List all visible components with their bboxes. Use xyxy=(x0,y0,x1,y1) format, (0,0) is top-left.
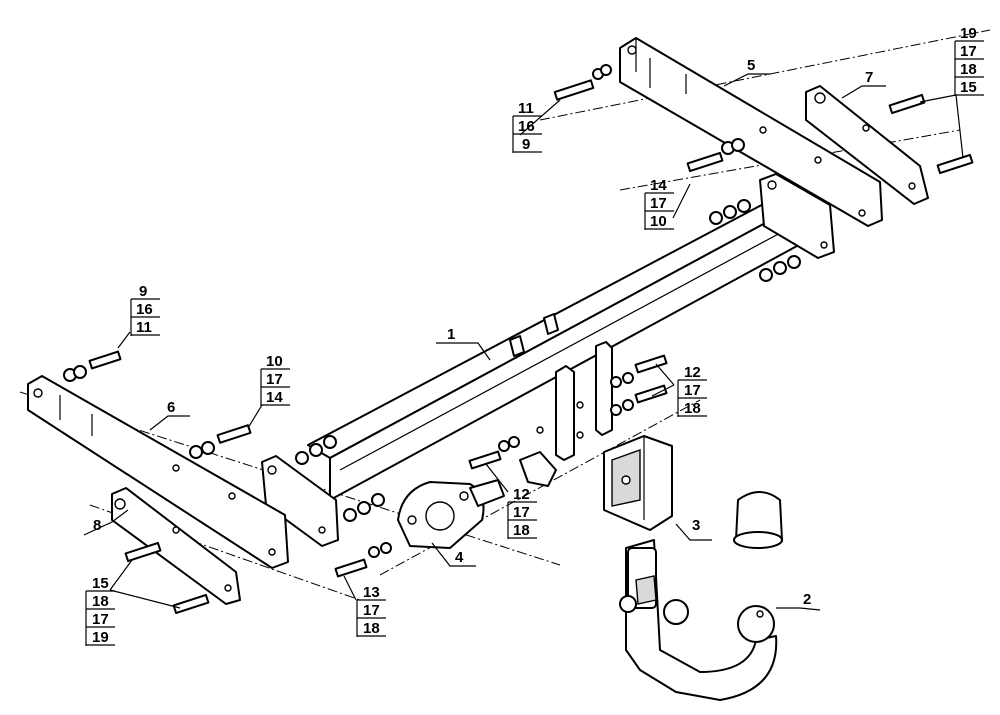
callout-7: 7 xyxy=(865,69,873,86)
stack-label: 19 xyxy=(92,629,109,646)
callout-stack-11-16-9: 11 16 9 xyxy=(512,100,542,153)
callout-stack-15-18-17-19: 15 18 17 19 xyxy=(85,575,115,646)
stack-label: 15 xyxy=(960,79,977,96)
callout-5: 5 xyxy=(747,57,755,74)
stack-label: 14 xyxy=(650,177,667,194)
stack-label: 18 xyxy=(363,620,380,637)
stack-label: 19 xyxy=(960,25,977,42)
stack-label: 18 xyxy=(92,593,109,610)
stack-label: 10 xyxy=(266,353,283,370)
stack-label: 11 xyxy=(518,100,534,117)
callout-stack-12-17-18-mid: 12 17 18 xyxy=(507,486,537,539)
part-7-right-mounting-plate xyxy=(805,85,929,205)
callout-stack-19-17-18-15: 19 17 18 15 xyxy=(954,25,984,96)
part-2-tow-ball-arm xyxy=(619,491,783,701)
stack-label: 16 xyxy=(518,118,535,135)
stack-label: 9 xyxy=(139,283,147,300)
stack-label: 14 xyxy=(266,389,283,406)
callout-stack-10-17-14: 10 17 14 xyxy=(260,353,290,406)
stack-label: 17 xyxy=(960,43,977,60)
callout-3: 3 xyxy=(692,517,700,534)
stack-label: 17 xyxy=(684,382,701,399)
callout-stack-12-17-18-right: 12 17 18 xyxy=(677,364,707,417)
part-8-left-mounting-plate xyxy=(111,487,241,605)
callout-8: 8 xyxy=(93,517,101,534)
stack-label: 12 xyxy=(684,364,701,381)
callout-stack-14-17-10: 14 17 10 xyxy=(644,177,674,230)
callout-1: 1 xyxy=(447,326,455,343)
stack-label: 17 xyxy=(266,371,283,388)
stack-label: 11 xyxy=(136,319,152,336)
part-6-left-side-bracket xyxy=(27,375,289,569)
stack-label: 13 xyxy=(363,584,380,601)
callout-stack-9-16-11: 9 16 11 xyxy=(130,283,160,336)
stack-label: 12 xyxy=(513,486,530,503)
stack-label: 10 xyxy=(650,213,667,230)
callout-2: 2 xyxy=(803,591,811,608)
callout-4: 4 xyxy=(455,549,464,566)
stack-label: 15 xyxy=(92,575,109,592)
stack-label: 9 xyxy=(522,136,530,153)
fasteners xyxy=(63,64,974,615)
part-4-socket-plate xyxy=(397,479,505,549)
stack-label: 17 xyxy=(92,611,109,628)
stack-label: 17 xyxy=(513,504,530,521)
stack-label: 16 xyxy=(136,301,153,318)
stack-label: 17 xyxy=(363,602,380,619)
stack-label: 18 xyxy=(684,400,701,417)
leader-lines xyxy=(83,73,964,611)
stack-label: 18 xyxy=(960,61,977,78)
callout-6: 6 xyxy=(167,399,175,416)
part-3-coupling-holder xyxy=(603,435,673,531)
callout-stack-13-17-18: 13 17 18 xyxy=(356,584,386,637)
part-5-right-side-bracket xyxy=(619,37,883,227)
part-1-main-cross-beam xyxy=(261,173,835,547)
stack-label: 17 xyxy=(650,195,667,212)
part-callouts: 1 2 3 4 5 6 7 8 xyxy=(93,57,873,608)
stack-label: 18 xyxy=(513,522,530,539)
